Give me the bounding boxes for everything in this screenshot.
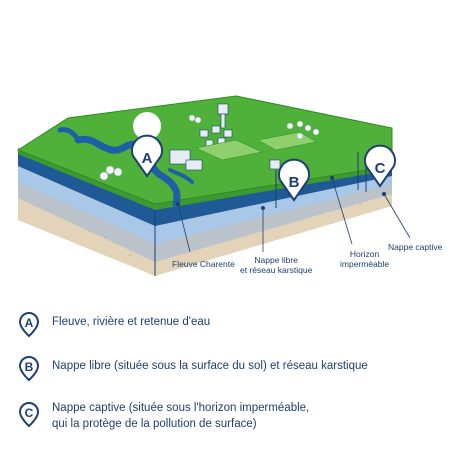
marker-c: C [364,144,396,188]
marker-a: A [131,112,163,178]
label-horizon-line1: Horizon [349,249,380,259]
legend-b-line1: Nappe libre (située sous la surface du s… [52,360,368,372]
legend-item-a: A Fleuve, rivière et retenue d'eau [18,310,210,338]
legend-pin-a-icon: A [18,312,40,338]
legend-item-c: C Nappe captive (située sous l'horizon i… [18,400,309,432]
label-nappe-captive: Nappe captive [388,242,443,252]
marker-a-letter: A [142,150,153,167]
legend-pin-a-letter: A [25,316,34,330]
marker-b: B [278,158,310,202]
marker-c-letter: C [375,160,386,177]
label-nappe-libre-line2: et réseau karstique [240,264,313,275]
label-nappe-libre: Nappe libre et réseau karstique [240,255,313,276]
legend-pin-b-icon: B [18,356,40,382]
legend-text-a: Fleuve, rivière et retenue d'eau [52,310,210,330]
legend-text-b: Nappe libre (située sous la surface du s… [52,354,368,374]
legend-text-c: Nappe captive (située sous l'horizon imp… [52,400,309,432]
legend-pin-b-letter: B [25,360,34,374]
legend-item-b: B Nappe libre (située sous la surface du… [18,354,368,382]
label-nappe-libre-line1: Nappe libre [254,255,298,265]
label-fleuve: Fleuve Charente [172,259,235,269]
water-tower [217,103,229,129]
legend-pin-c-letter: C [25,406,34,420]
legend-pin-c-icon: C [18,402,40,428]
marker-b-letter: B [289,174,300,191]
label-leaders [175,175,411,253]
label-horizon-line2: imperméable [340,258,390,269]
legend-a-line1: Fleuve, rivière et retenue d'eau [52,316,211,328]
label-horizon: Horizon imperméable [340,249,390,270]
village-buildings [169,125,281,171]
legend-c-line1: Nappe captive (située sous l'horizon imp… [52,402,310,414]
legend-c-line2: qui la protège de la pollution de surfac… [52,418,257,431]
aquifer-block-diagram: A B C [16,95,411,276]
trees [99,114,320,181]
